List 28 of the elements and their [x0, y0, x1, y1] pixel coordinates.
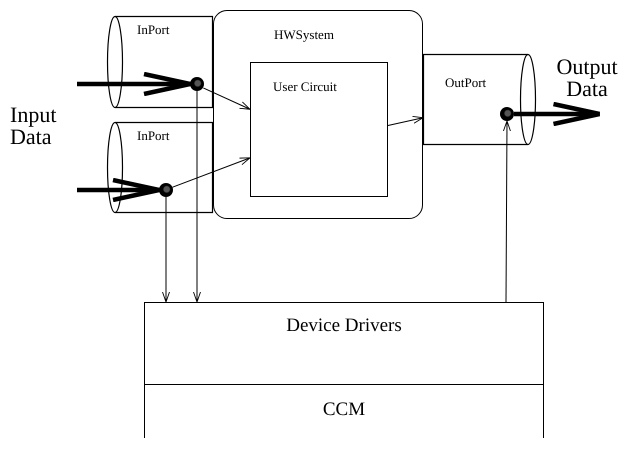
port-dot — [159, 183, 173, 197]
node-label: CCM — [322, 399, 366, 421]
node-label: OutPort — [445, 75, 486, 91]
node-label: Device Drivers — [285, 315, 403, 337]
arrow — [162, 196, 170, 302]
io-label: Input Data — [10, 104, 58, 148]
thick-arrow — [77, 72, 192, 96]
arrow — [172, 157, 250, 188]
system-box — [213, 10, 423, 219]
port-dot — [190, 77, 204, 91]
node-label: Output Data — [555, 56, 619, 100]
node-label: InPort — [137, 128, 170, 144]
ccm-box — [144, 384, 544, 438]
thick-arrow — [77, 178, 162, 202]
node-label: User Circuit — [273, 79, 337, 95]
thick-arrow — [514, 102, 602, 126]
port-cylinder — [423, 54, 536, 145]
node-label: InPort — [137, 22, 170, 38]
circuit-box — [250, 62, 388, 197]
arrow — [503, 120, 511, 302]
port-cylinder — [107, 122, 213, 213]
arrow — [202, 87, 250, 110]
node-label: HWSystem — [274, 27, 334, 43]
driver-box — [144, 302, 544, 385]
arrow — [388, 116, 424, 126]
port-cylinder — [107, 16, 213, 108]
port-dot — [500, 107, 514, 121]
arrow — [193, 90, 201, 302]
